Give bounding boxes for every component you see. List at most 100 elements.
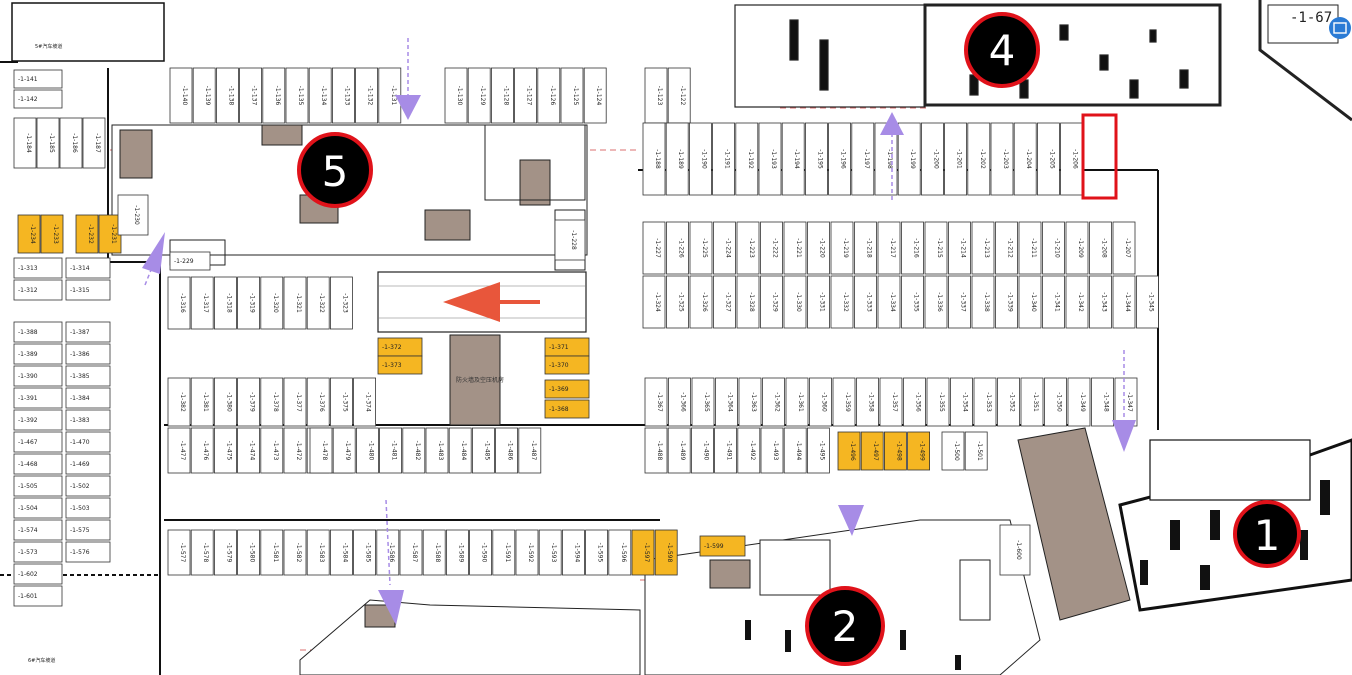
parking-stall[interactable]: -1-205: [1037, 122, 1060, 196]
parking-stall[interactable]: -1-191: [712, 122, 735, 196]
parking-stall[interactable]: -1-344: [1112, 275, 1136, 329]
highlighted-spot[interactable]: [1081, 113, 1118, 200]
parking-stall[interactable]: -1-223: [736, 221, 760, 275]
parking-stall[interactable]: -1-190: [689, 122, 712, 196]
parking-stall[interactable]: -1-203: [990, 122, 1014, 196]
parking-stall[interactable]: -1-474: [237, 427, 261, 474]
parking-stall[interactable]: -1-595: [585, 529, 608, 576]
parking-stall[interactable]: -1-351: [1020, 377, 1044, 427]
parking-stall[interactable]: -1-217: [877, 221, 901, 275]
parking-stall[interactable]: -1-213: [971, 221, 995, 275]
parking-stall[interactable]: -1-597: [631, 529, 655, 576]
parking-stall[interactable]: -1-338: [971, 275, 995, 329]
parking-stall[interactable]: -1-378: [260, 377, 284, 427]
parking-stall[interactable]: -1-188: [642, 122, 666, 196]
parking-stall[interactable]: -1-327: [713, 275, 736, 329]
parking-stall[interactable]: -1-354: [950, 377, 973, 427]
parking-stall[interactable]: -1-599: [699, 535, 746, 557]
parking-stall[interactable]: -1-500: [941, 431, 965, 471]
parking-stall[interactable]: -1-130: [444, 67, 468, 124]
parking-stall[interactable]: -1-467: [13, 431, 63, 453]
parking-stall[interactable]: -1-139: [192, 67, 216, 124]
parking-stall[interactable]: -1-125: [560, 67, 584, 124]
parking-stall[interactable]: -1-469: [65, 453, 111, 475]
parking-stall[interactable]: -1-573: [13, 541, 63, 563]
parking-stall[interactable]: -1-136: [262, 67, 286, 124]
parking-stall[interactable]: -1-212: [995, 221, 1018, 275]
parking-stall[interactable]: -1-216: [901, 221, 924, 275]
parking-stall[interactable]: -1-504: [13, 497, 63, 519]
parking-stall[interactable]: -1-124: [583, 67, 607, 124]
parking-stall[interactable]: -1-496: [837, 431, 861, 471]
parking-stall[interactable]: -1-602: [13, 563, 63, 585]
parking-stall[interactable]: -1-134: [308, 67, 332, 124]
parking-stall[interactable]: -1-486: [495, 427, 519, 474]
parking-stall[interactable]: -1-214: [948, 221, 971, 275]
parking-stall[interactable]: -1-476: [190, 427, 214, 474]
parking-stall[interactable]: -1-470: [65, 431, 111, 453]
parking-stall[interactable]: -1-487: [518, 427, 542, 474]
parking-stall[interactable]: -1-348: [1091, 377, 1114, 427]
parking-stall[interactable]: -1-384: [65, 387, 111, 409]
parking-stall[interactable]: -1-583: [306, 529, 330, 576]
parking-stall[interactable]: -1-593: [538, 529, 562, 576]
parking-stall[interactable]: -1-385: [65, 365, 111, 387]
parking-stall[interactable]: -1-589: [445, 529, 469, 576]
parking-stall[interactable]: -1-215: [924, 221, 948, 275]
parking-stall[interactable]: -1-227: [642, 221, 666, 275]
parking-stall[interactable]: -1-123: [644, 67, 668, 124]
parking-stall[interactable]: -1-472: [283, 427, 307, 474]
parking-stall[interactable]: -1-485: [471, 427, 495, 474]
parking-stall[interactable]: -1-127: [514, 67, 537, 124]
parking-stall[interactable]: -1-475: [213, 427, 237, 474]
parking-stall[interactable]: -1-195: [805, 122, 828, 196]
parking-stall[interactable]: -1-369: [544, 379, 590, 399]
parking-stall[interactable]: -1-201: [944, 122, 967, 196]
parking-stall[interactable]: -1-328: [736, 275, 760, 329]
parking-stall[interactable]: -1-317: [190, 276, 214, 330]
parking-stall[interactable]: -1-341: [1042, 275, 1065, 329]
parking-stall[interactable]: -1-209: [1065, 221, 1089, 275]
parking-stall[interactable]: -1-381: [190, 377, 214, 427]
parking-stall[interactable]: -1-329: [760, 275, 783, 329]
parking-stall[interactable]: -1-340: [1018, 275, 1042, 329]
parking-stall[interactable]: -1-481: [379, 427, 403, 474]
parking-stall[interactable]: -1-489: [667, 427, 691, 474]
parking-stall[interactable]: -1-129: [467, 67, 491, 124]
parking-stall[interactable]: -1-347: [1114, 377, 1138, 427]
parking-stall[interactable]: -1-494: [783, 427, 807, 474]
parking-stall[interactable]: -1-357: [879, 377, 903, 427]
parking-stall[interactable]: -1-322: [306, 276, 330, 330]
parking-stall[interactable]: -1-229: [169, 251, 211, 271]
parking-stall[interactable]: -1-202: [967, 122, 991, 196]
parking-stall[interactable]: -1-131: [378, 67, 402, 124]
parking-stall[interactable]: -1-493: [760, 427, 784, 474]
parking-stall[interactable]: -1-380: [213, 377, 237, 427]
parking-stall[interactable]: -1-314: [65, 257, 111, 279]
parking-stall[interactable]: -1-492: [737, 427, 761, 474]
marker-2[interactable]: 2: [805, 586, 885, 666]
parking-stall[interactable]: -1-228: [554, 219, 586, 261]
parking-stall[interactable]: -1-339: [995, 275, 1018, 329]
parking-stall[interactable]: -1-315: [65, 279, 111, 301]
parking-stall[interactable]: -1-353: [973, 377, 997, 427]
parking-stall[interactable]: -1-312: [13, 279, 63, 301]
parking-stall[interactable]: -1-594: [562, 529, 585, 576]
parking-stall[interactable]: -1-483: [425, 427, 449, 474]
parking-stall[interactable]: -1-132: [355, 67, 379, 124]
parking-stall[interactable]: -1-375: [329, 377, 353, 427]
parking-stall[interactable]: -1-331: [807, 275, 830, 329]
corner-icon[interactable]: [1329, 17, 1351, 39]
parking-stall[interactable]: -1-502: [65, 475, 111, 497]
marker-4[interactable]: 4: [964, 12, 1040, 88]
parking-stall[interactable]: -1-479: [332, 427, 356, 474]
parking-stall[interactable]: -1-336: [924, 275, 948, 329]
parking-stall[interactable]: -1-600: [999, 524, 1031, 576]
parking-stall[interactable]: -1-122: [667, 67, 691, 124]
parking-stall[interactable]: -1-349: [1067, 377, 1091, 427]
parking-stall[interactable]: -1-219: [830, 221, 854, 275]
parking-stall[interactable]: -1-576: [65, 541, 111, 563]
parking-stall[interactable]: -1-582: [283, 529, 307, 576]
parking-stall[interactable]: -1-135: [285, 67, 309, 124]
parking-stall[interactable]: -1-140: [169, 67, 193, 124]
